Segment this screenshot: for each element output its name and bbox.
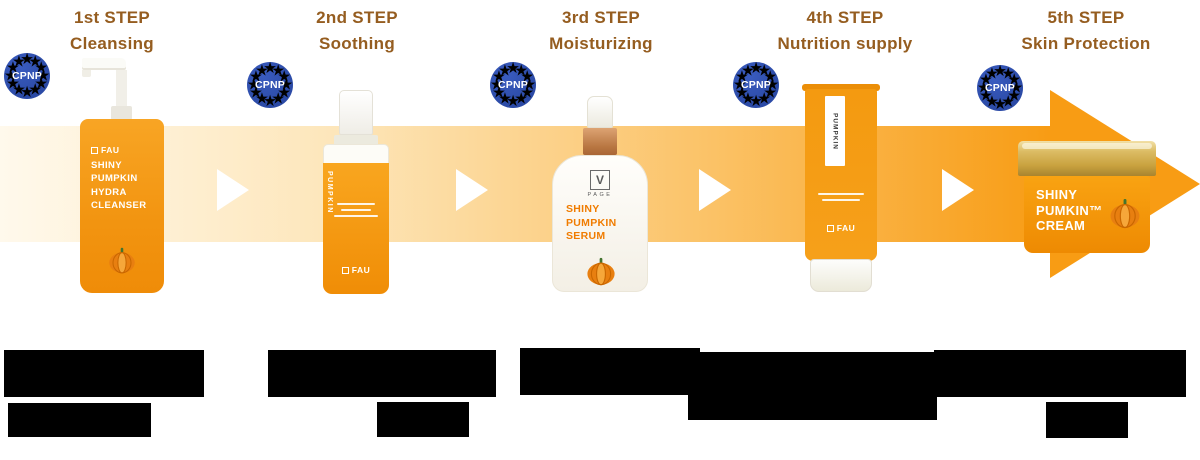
caption-block-6 — [8, 403, 151, 437]
product-name: SHINY PUMPKIN SERUM — [553, 203, 647, 244]
brand-name: FAU — [351, 265, 371, 275]
step-number: 5th STEP — [1047, 8, 1125, 27]
pumpkin-icon — [107, 247, 137, 274]
step-name: Cleansing — [70, 33, 154, 53]
bottle-body: PUMPKIN FAU — [323, 144, 389, 294]
product-name-line: SHINY — [1036, 187, 1078, 202]
product-soothing-foam: PUMPKIN FAU — [323, 90, 389, 294]
tube-crimp — [802, 84, 880, 91]
jar-body: SHINY PUMKIN™ CREAM — [1024, 176, 1150, 253]
product-name-line: CREAM — [1036, 218, 1086, 234]
step-number: 3rd STEP — [562, 8, 640, 27]
vpage-logo-sub: PAGE — [587, 192, 613, 198]
cpnp-badge: CPNP — [4, 53, 50, 99]
next-step-arrow-icon — [217, 169, 249, 211]
fine-print-placeholder — [805, 189, 877, 201]
pumpkin-icon — [1108, 198, 1142, 229]
step-number: 4th STEP — [806, 8, 884, 27]
step-title-4: 4th STEP Nutrition supply — [730, 5, 960, 56]
product-hydra-cleanser: FAU SHINY PUMPKIN HYDRA CLEANSER — [80, 58, 164, 293]
cpnp-badge: CPNP — [733, 62, 779, 108]
fau-logo: FAU — [91, 145, 158, 155]
pump-stem — [116, 70, 127, 106]
cpnp-label: CPNP — [985, 82, 1015, 94]
product-name-line: SERUM — [566, 230, 606, 243]
bottle-body: FAU SHINY PUMPKIN HYDRA CLEANSER — [80, 119, 164, 293]
fau-logo: FAU — [805, 223, 877, 233]
vpage-logo-icon: V — [590, 170, 610, 190]
product-name-line: HYDRA — [91, 186, 127, 198]
pump-spout-tip — [82, 70, 91, 77]
fau-logo-icon — [91, 146, 98, 154]
caption-block-1 — [4, 350, 204, 397]
product-pumpkin-serum: V PAGE SHINY PUMPKIN SERUM — [552, 96, 648, 292]
pump-collar — [111, 106, 132, 120]
next-step-arrow-icon — [699, 169, 731, 211]
fau-logo-icon — [341, 266, 349, 274]
product-name-line: PUMPKIN — [91, 173, 138, 185]
jar-gold-lid — [1018, 141, 1156, 176]
jar-lid-rim — [1022, 143, 1152, 149]
tag-label: PUMPKIN — [831, 112, 839, 150]
product-name: SHINY PUMKIN™ CREAM — [1036, 187, 1102, 234]
next-step-arrow-icon — [942, 169, 974, 211]
step-name: Nutrition supply — [777, 33, 913, 53]
brand-name: FAU — [101, 145, 120, 155]
tube-body: PUMPKIN FAU — [805, 89, 877, 261]
step-number: 1st STEP — [73, 8, 151, 27]
product-name-line: PUMPKIN — [566, 216, 617, 229]
product-name-line: PUMKIN™ — [1036, 202, 1103, 218]
vpage-logo: V PAGE — [553, 170, 647, 198]
product-repair-essence-tube: PUMPKIN FAU — [802, 84, 880, 292]
step-title-5: 5th STEP Skin Protection — [971, 5, 1200, 56]
caption-block-7 — [377, 402, 469, 437]
cpnp-badge: CPNP — [247, 62, 293, 108]
dropper-bulb — [587, 96, 613, 128]
tube-tag: PUMPKIN — [825, 96, 845, 166]
caption-block-5 — [934, 350, 1186, 397]
brand-name: FAU — [836, 223, 856, 233]
step-name: Soothing — [318, 33, 396, 53]
caption-block-2 — [268, 350, 496, 397]
cpnp-label: CPNP — [741, 79, 771, 91]
caption-block-8 — [1046, 402, 1128, 438]
foam-collar — [334, 135, 378, 146]
cpnp-label: CPNP — [255, 79, 285, 91]
side-label: PUMPKIN — [326, 171, 333, 214]
cpnp-label: CPNP — [498, 79, 528, 91]
product-pumpkin-cream-jar: SHINY PUMKIN™ CREAM — [1018, 141, 1156, 253]
next-step-arrow-icon — [456, 169, 488, 211]
step-title-2: 2nd STEP Soothing — [242, 5, 472, 56]
step-number: 2nd STEP — [316, 8, 398, 27]
step-title-1: 1st STEP Cleansing — [0, 5, 227, 56]
cpnp-badge: CPNP — [490, 62, 536, 108]
pumpkin-icon — [585, 257, 617, 286]
caption-block-4 — [688, 352, 937, 420]
cpnp-label: CPNP — [12, 70, 42, 82]
fine-print-placeholder — [323, 199, 389, 217]
product-name-line: SHINY — [566, 203, 600, 215]
step-name: Skin Protection — [1021, 33, 1151, 53]
product-name-line: CLEANSER — [91, 199, 147, 211]
bottle-body: V PAGE SHINY PUMPKIN SERUM — [552, 155, 648, 292]
caption-block-3 — [520, 348, 700, 395]
step-title-3: 3rd STEP Moisturizing — [486, 5, 716, 56]
fau-logo-icon — [826, 224, 834, 232]
pump-spout — [82, 58, 126, 70]
foam-cap — [339, 90, 373, 135]
step-name: Moisturizing — [549, 33, 653, 53]
fau-logo: FAU — [323, 265, 389, 275]
dropper-copper-band — [583, 128, 617, 155]
cpnp-badge: CPNP — [977, 65, 1023, 111]
tube-cap — [810, 259, 872, 292]
bottle-label: PUMPKIN FAU — [323, 163, 389, 294]
bottle-label: FAU SHINY PUMPKIN HYDRA CLEANSER — [91, 145, 158, 212]
product-name-line: SHINY — [91, 160, 123, 171]
